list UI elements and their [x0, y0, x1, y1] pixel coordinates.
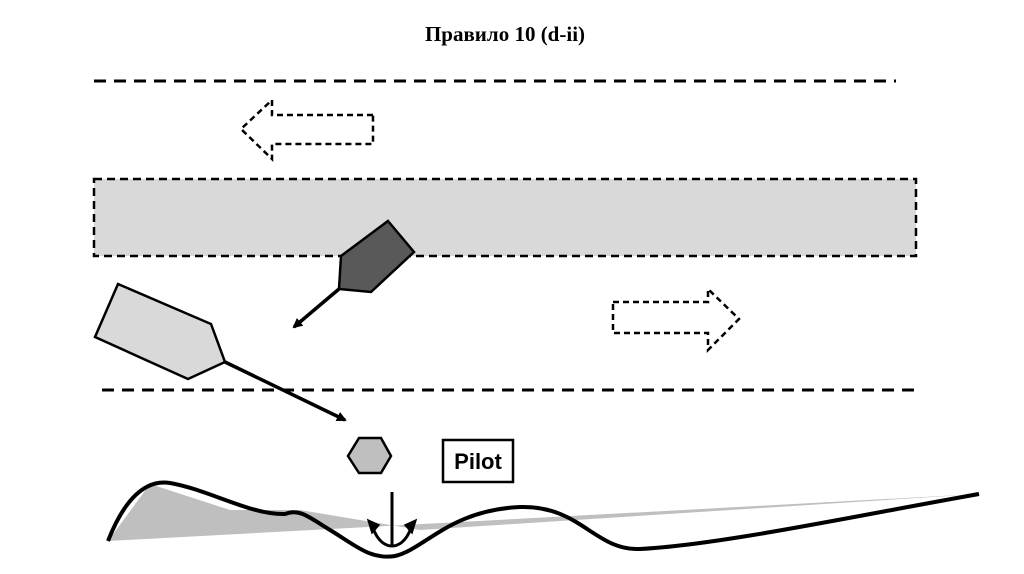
- anchor-icon: [366, 492, 418, 548]
- diagram-title: Правило 10 (d-ii): [424, 22, 586, 46]
- westbound-traffic-arrow: [239, 97, 375, 162]
- large-vessel: [93, 282, 227, 381]
- small-vessel-course-arrow: [292, 287, 341, 329]
- shore-area: [108, 484, 979, 541]
- separation-zone: [92, 177, 918, 258]
- pilot-label: Pilot: [454, 449, 502, 474]
- large-vessel-course-arrow: [224, 360, 347, 422]
- pilot-label-box: Pilot: [441, 438, 515, 484]
- pilot-boat: [346, 436, 393, 475]
- eastbound-traffic-arrow: [611, 286, 741, 354]
- small-vessel: [337, 219, 416, 294]
- coastline: [106, 480, 980, 559]
